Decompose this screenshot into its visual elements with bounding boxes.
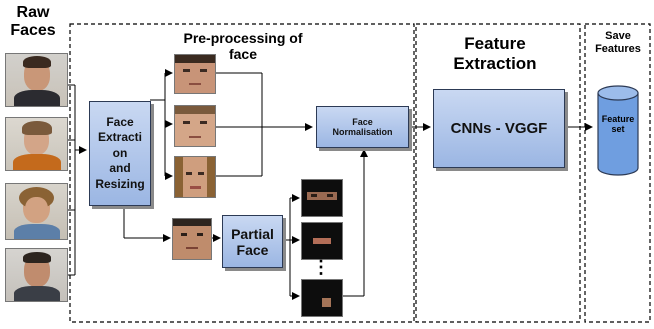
cropped-face-3 <box>174 156 216 198</box>
cropped-face-2 <box>174 105 216 147</box>
raw-face-photo-2 <box>5 117 68 171</box>
raw-faces-title: Raw Faces <box>10 4 56 40</box>
raw-face-photo-3 <box>5 183 68 240</box>
raw-face-photo-4 <box>5 248 68 302</box>
preprocessing-title: Pre-processing of face <box>183 30 303 63</box>
face-extraction-box: Face Extracti on and Resizing <box>89 101 151 206</box>
raw-faces-bracket <box>67 84 87 276</box>
face-normalisation-box: Face Normalisation <box>316 106 409 148</box>
cnn-vggf-box: CNNs - VGGF <box>433 89 565 168</box>
raw-face-photo-1 <box>5 53 68 107</box>
save-features-panel <box>584 23 651 323</box>
partial-face-box: Partial Face <box>222 215 283 268</box>
partial-crop-mouth <box>301 222 343 260</box>
face-extraction-label: Face Extracti on and Resizing <box>95 114 145 191</box>
cropped-face-partial-source <box>172 218 212 260</box>
partial-face-label: Partial Face <box>231 225 274 258</box>
feature-extraction-title: Feature Extraction <box>453 34 537 73</box>
ellipsis-dots: ⋮ <box>312 257 330 277</box>
feature-set-label: Feature set <box>601 114 635 135</box>
partial-crop-eyes <box>301 179 343 217</box>
feature-set-cylinder <box>597 85 639 176</box>
cropped-face-1 <box>174 54 216 94</box>
preprocessing-panel <box>69 23 415 323</box>
partial-crop-patch <box>301 279 343 317</box>
cnn-vggf-label: CNNs - VGGF <box>450 120 548 137</box>
save-features-title: Save Features <box>595 30 641 55</box>
face-normalisation-label: Face Normalisation <box>332 117 393 137</box>
